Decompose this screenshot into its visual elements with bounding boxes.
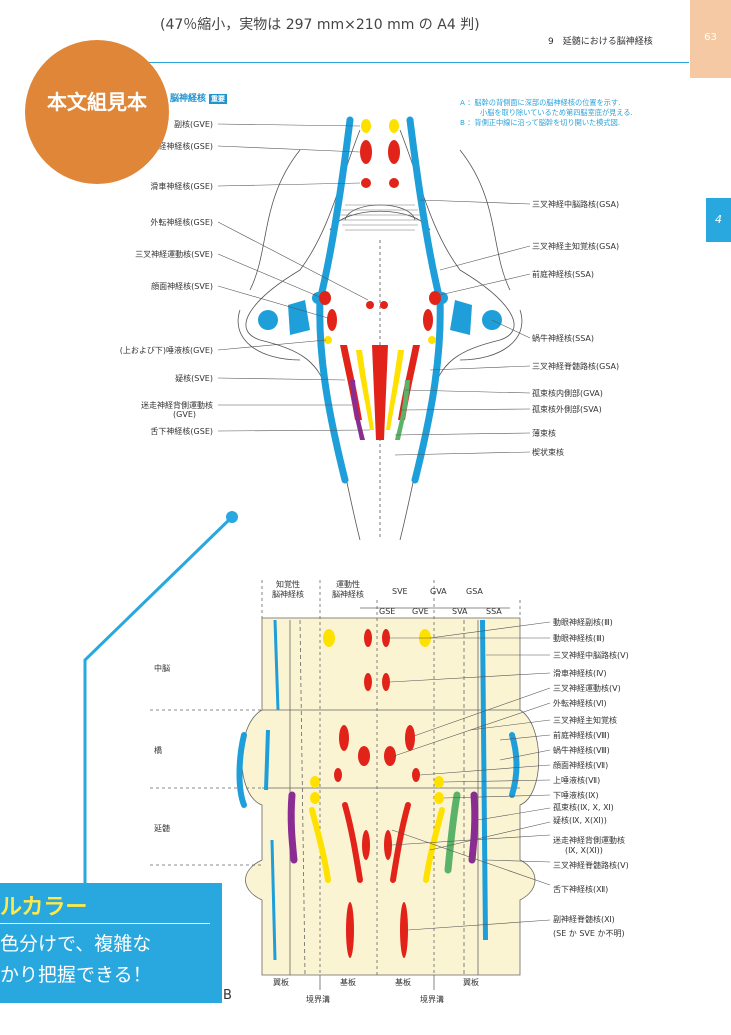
label-fig-a-left-2: 滑車神経核(GSE) bbox=[150, 181, 213, 192]
callout-title: ルカラー bbox=[0, 889, 87, 921]
callout-divider bbox=[0, 923, 210, 924]
code-gsa: GSA bbox=[466, 587, 483, 596]
label-basal-plate-left: 基板 bbox=[340, 977, 356, 988]
label-fig-b-right-9: 顔面神経核(Ⅶ) bbox=[553, 760, 608, 771]
callout-body: 色分けで、複雑な かり把握できる！ bbox=[0, 929, 152, 991]
label-fig-b-right-7: 前庭神経核(Ⅷ) bbox=[553, 730, 610, 741]
callout-line1: 色分けで、複雑な bbox=[0, 929, 152, 960]
label-fig-a-left-9: (GVE) bbox=[173, 410, 196, 419]
label-fig-a-left-3: 外転神経核(GSE) bbox=[150, 217, 213, 228]
label-fig-a-right-2: 前庭神経核(SSA) bbox=[532, 269, 594, 280]
col-header-motor: 運動性 脳神経核 bbox=[322, 580, 374, 600]
label-fig-a-right-0: 三叉神経中脳路核(GSA) bbox=[532, 199, 619, 210]
code-sve: SVE bbox=[392, 587, 408, 596]
label-fig-a-right-1: 三叉神経主知覚核(GSA) bbox=[532, 241, 619, 252]
label-fig-b-right-1: 動眼神経核(Ⅲ) bbox=[553, 633, 605, 644]
label-fig-a-left-1: 経神経核(GSE) bbox=[158, 141, 213, 152]
label-fig-a-right-8: 楔状束核 bbox=[532, 447, 564, 458]
label-fig-b-right-13: 疑核(Ⅸ, Ⅹ(Ⅺ)) bbox=[553, 815, 607, 826]
label-alar-plate-right: 翼板 bbox=[463, 977, 479, 988]
region-midbrain: 中脳 bbox=[154, 663, 170, 674]
code-gva: GVA bbox=[430, 587, 447, 596]
label-fig-a-left-4: 三叉神経運動核(SVE) bbox=[135, 249, 213, 260]
label-fig-a-right-6: 孤束核外側部(SVA) bbox=[532, 404, 602, 415]
label-fig-b-right-18: 副神経脊髄核(Ⅺ) bbox=[553, 914, 615, 925]
label-fig-b-right-2: 三叉神経中脳路核(Ⅴ) bbox=[553, 650, 629, 661]
label-basal-plate-right: 基板 bbox=[395, 977, 411, 988]
label-fig-b-right-6: 三叉神経主知覚核 bbox=[553, 715, 617, 726]
label-fig-a-right-7: 薄束核 bbox=[532, 428, 556, 439]
code-gse: GSE bbox=[379, 607, 395, 616]
label-fig-b-right-0: 動眼神経副核(Ⅲ) bbox=[553, 617, 613, 628]
region-medulla: 延髄 bbox=[154, 823, 170, 834]
sample-page-badge: 本文組見本 bbox=[25, 40, 169, 184]
label-sulcus-right: 境界溝 bbox=[420, 994, 444, 1005]
label-fig-a-right-3: 蝸牛神経核(SSA) bbox=[532, 333, 594, 344]
label-fig-b-right-19: (SE か SVE か不明) bbox=[553, 928, 625, 939]
label-fig-a-left-10: 舌下神経核(GSE) bbox=[150, 426, 213, 437]
code-gve: GVE bbox=[412, 607, 429, 616]
label-fig-b-right-3: 滑車神経核(Ⅳ) bbox=[553, 668, 607, 679]
label-fig-a-left-5: 顔面神経核(SVE) bbox=[151, 281, 213, 292]
label-alar-plate-left: 翼板 bbox=[273, 977, 289, 988]
figure-b-tag: B bbox=[223, 988, 232, 1003]
full-color-callout: ルカラー 色分けで、複雑な かり把握できる！ bbox=[0, 883, 222, 1003]
label-fig-a-left-6: (上および下)唾液核(GVE) bbox=[120, 345, 213, 356]
label-fig-b-right-10: 上唾液核(Ⅶ) bbox=[553, 775, 600, 786]
callout-line2: かり把握できる！ bbox=[0, 960, 152, 991]
col-header-sensory: 知覚性 脳神経核 bbox=[262, 580, 314, 600]
label-fig-b-right-14: 迷走神経背側運動核 bbox=[553, 835, 625, 846]
label-fig-a-right-5: 孤束核内側部(GVA) bbox=[532, 388, 603, 399]
label-fig-a-left-0: 副核(GVE) bbox=[174, 119, 213, 130]
label-fig-b-right-11: 下唾液核(Ⅸ) bbox=[553, 790, 599, 801]
label-fig-b-right-17: 舌下神経核(Ⅻ) bbox=[553, 884, 608, 895]
region-pons: 橋 bbox=[154, 745, 162, 756]
label-fig-b-right-4: 三叉神経運動核(Ⅴ) bbox=[553, 683, 621, 694]
label-fig-b-right-16: 三叉神経脊髄路核(Ⅴ) bbox=[553, 860, 629, 871]
label-fig-b-right-15: (Ⅸ, Ⅹ(Ⅺ)) bbox=[565, 846, 603, 855]
label-fig-b-right-12: 孤束核(Ⅸ, Ⅹ, Ⅺ) bbox=[553, 802, 614, 813]
label-sulcus-left: 境界溝 bbox=[306, 994, 330, 1005]
label-fig-a-left-7: 疑核(SVE) bbox=[175, 373, 213, 384]
code-ssa: SSA bbox=[486, 607, 502, 616]
label-fig-a-right-4: 三叉神経脊髄路核(GSA) bbox=[532, 361, 619, 372]
label-fig-b-right-8: 蝸牛神経核(Ⅷ) bbox=[553, 745, 610, 756]
label-fig-b-right-5: 外転神経核(Ⅵ) bbox=[553, 698, 607, 709]
code-sva: SVA bbox=[452, 607, 468, 616]
